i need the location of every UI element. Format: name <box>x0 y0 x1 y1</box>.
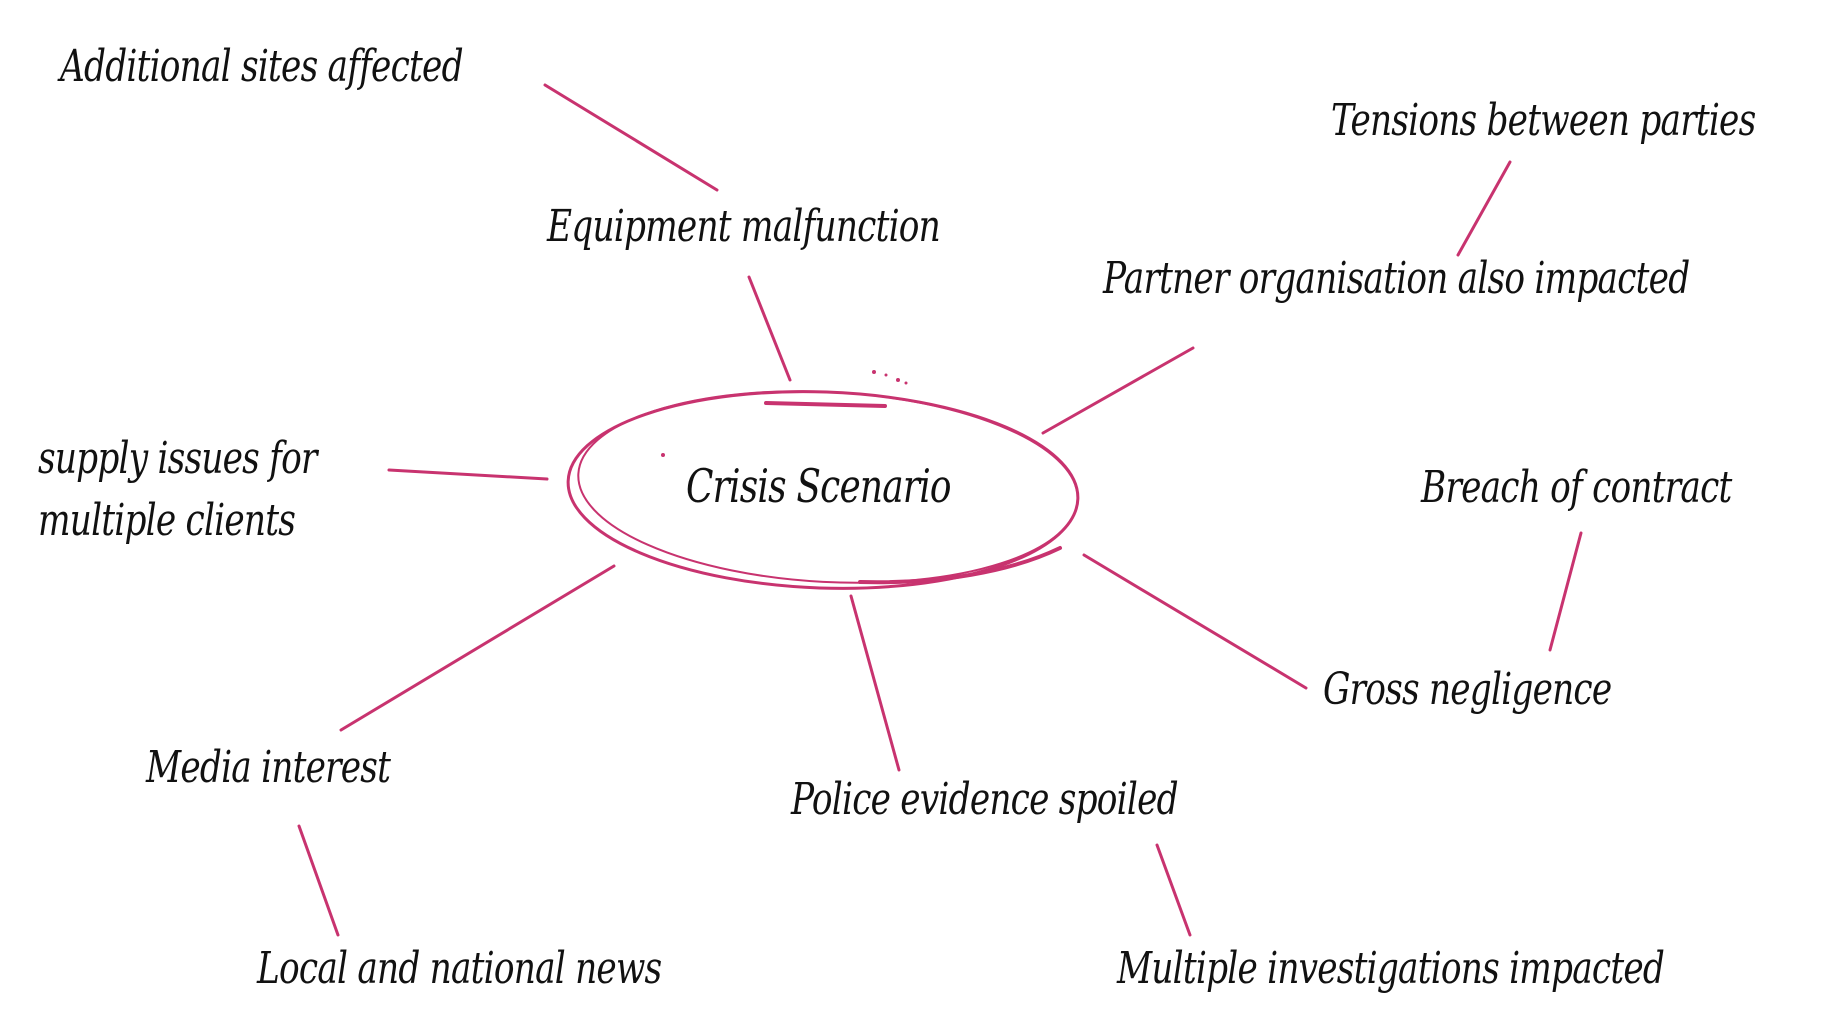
connector-media <box>339 564 616 732</box>
connector-equipment <box>747 275 792 382</box>
connector-gross-negligence <box>1082 553 1308 690</box>
node-media-interest: Media interest <box>146 742 391 793</box>
connector-tensions <box>1456 160 1512 257</box>
node-partner-organisation: Partner organisation also impacted <box>1103 253 1690 304</box>
node-supply-issues: supply issues for multiple clients <box>38 428 317 552</box>
node-tensions-between-parties: Tensions between parties <box>1331 95 1756 146</box>
center-ellipse-accent-bottom <box>858 546 1062 585</box>
connector-partner <box>1041 346 1195 435</box>
connector-supply <box>387 468 549 481</box>
node-police-evidence-spoiled: Police evidence spoiled <box>791 774 1179 825</box>
connector-investigations <box>1155 843 1192 937</box>
node-local-and-national-news: Local and national news <box>257 943 662 994</box>
center-ellipse-overstroke <box>577 390 1079 584</box>
connector-breach <box>1548 531 1583 652</box>
node-equipment-malfunction: Equipment malfunction <box>547 201 941 252</box>
node-additional-sites: Additional sites affected <box>60 41 464 92</box>
node-supply-issues-line2: multiple clients <box>38 495 296 546</box>
node-multiple-investigations: Multiple investigations impacted <box>1117 943 1665 994</box>
connector-police <box>849 594 901 772</box>
node-breach-of-contract: Breach of contract <box>1421 462 1732 513</box>
center-node-crisis-scenario: Crisis Scenario <box>686 459 952 513</box>
center-ellipse-accent <box>764 401 887 408</box>
node-gross-negligence: Gross negligence <box>1323 664 1612 715</box>
node-supply-issues-line1: supply issues for <box>38 433 317 484</box>
connector-additional-sites <box>543 83 719 192</box>
connector-local-news <box>297 824 340 937</box>
